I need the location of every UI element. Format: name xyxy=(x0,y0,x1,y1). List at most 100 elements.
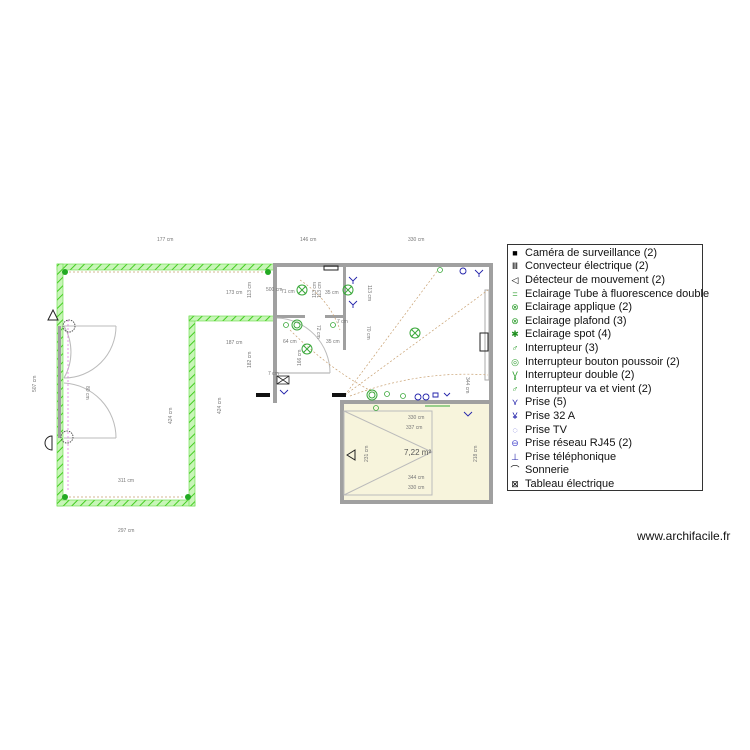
dimension-label: 507 cm xyxy=(32,376,38,392)
legend-label: Prise TV xyxy=(525,423,567,436)
convector-icon: Ⅲ xyxy=(511,261,519,272)
dimension-label: 80 cm xyxy=(84,386,90,400)
electrical-panel-icon: ⊠ xyxy=(511,478,519,489)
legend-label: Sonnerie xyxy=(525,464,570,477)
tv-outlet-icon: ◌ xyxy=(512,424,518,435)
dimension-label: 113 cm xyxy=(312,282,318,298)
dimension-label: 64 cm xyxy=(283,339,297,345)
legend-item: ⋎ Prise (5) xyxy=(510,396,700,410)
dimension-label: 173 cm xyxy=(226,290,242,296)
watermark: www.archifacile.fr xyxy=(637,529,731,543)
legend-label: Interrupteur double (2) xyxy=(525,369,635,382)
wall-light-icon: ⊗ xyxy=(511,302,519,313)
camera-icon xyxy=(256,393,270,397)
ceiling-light-icon: ⊗ xyxy=(511,315,519,326)
legend-item: ◌ Prise TV xyxy=(510,423,700,437)
phone-outlet-icon: ⊥ xyxy=(511,451,519,462)
push-button-icon: ◎ xyxy=(511,356,519,367)
wall-light-icon xyxy=(60,319,76,444)
legend-item: ♂ Interrupteur (3) xyxy=(510,341,700,355)
legend: ■ Caméra de surveillance (2) Ⅲ Convecteur é… xyxy=(507,244,709,491)
dimension-label: 113 cm xyxy=(247,282,253,298)
motion-detector-icon xyxy=(47,308,356,461)
legend-label: Eclairage applique (2) xyxy=(525,301,633,314)
dimension-label: 146 cm xyxy=(300,237,316,243)
switch-icon: ♂ xyxy=(511,342,519,353)
electrical-panel-icon xyxy=(276,375,290,385)
outlet-icon xyxy=(279,267,484,417)
legend-label: Convecteur électrique (2) xyxy=(525,260,649,273)
dimension-label: 113 cm xyxy=(317,282,323,298)
legend-item: ✱ Eclairage spot (4) xyxy=(510,328,700,342)
dimension-label: 35 cm xyxy=(326,339,340,345)
dimension-label: 182 cm xyxy=(247,352,253,368)
dimension-label: 311 cm xyxy=(118,478,134,484)
spot-light-icon xyxy=(62,269,271,500)
dimension-label: 35 cm xyxy=(325,290,339,296)
camera-icon xyxy=(332,393,346,397)
dimension-label: 297 cm xyxy=(118,528,134,534)
dimension-label: 231 cm xyxy=(364,446,370,462)
convector-icon xyxy=(479,332,489,352)
legend-item: ⌒Sonnerie xyxy=(510,464,700,478)
double-switch-icon: Ɣ xyxy=(512,370,518,381)
convector-icon xyxy=(323,265,339,271)
legend-label: Interrupteur bouton poussoir (2) xyxy=(525,355,680,368)
dimension-label: 166 cm xyxy=(297,350,303,366)
legend-label: Tableau électrique xyxy=(525,477,615,490)
ceiling-light-icon xyxy=(296,284,421,355)
dimension-label: 72 cm xyxy=(315,325,321,339)
fluorescent-tube-icon: = xyxy=(512,288,518,299)
legend-label: Prise réseau RJ45 (2) xyxy=(525,437,632,450)
legend-label: Caméra de surveillance (2) xyxy=(525,246,658,259)
legend-item: ◎ Interrupteur bouton poussoir (2) xyxy=(510,355,700,369)
dimension-label: 113 cm xyxy=(366,285,372,301)
dimension-label: 7 cm xyxy=(337,319,348,325)
dimension-label: 344 cm xyxy=(464,377,470,393)
exterior-wall-green xyxy=(56,263,276,507)
dimension-label: 7 cm xyxy=(268,371,279,377)
wall xyxy=(58,326,61,438)
legend-label: Interrupteur (3) xyxy=(525,341,599,354)
dimension-label: 424 cm xyxy=(217,398,223,414)
dimension-label: 187 cm xyxy=(226,340,242,346)
dimension-label: 177 cm xyxy=(157,237,173,243)
legend-item: ◁ Détecteur de mouvement (2) xyxy=(510,273,700,287)
spot-light-icon: ✱ xyxy=(511,329,519,340)
dimension-label: 424 cm xyxy=(168,408,174,424)
legend-item: Ɣ Interrupteur double (2) xyxy=(510,368,700,382)
dimension-label: 71 cm xyxy=(281,289,295,295)
camera-icon: ■ xyxy=(512,247,518,258)
wiring xyxy=(65,269,489,498)
legend-label: Prise (5) xyxy=(525,396,567,409)
dimension-label: 344 cm xyxy=(408,475,424,481)
room-area: 7,22 m² xyxy=(404,448,431,457)
legend-label: Eclairage spot (4) xyxy=(525,328,612,341)
legend-label: Interrupteur va et vient (2) xyxy=(525,382,652,395)
dimension-label: 218 cm xyxy=(473,446,479,462)
motion-detector-icon: ◁ xyxy=(511,274,519,285)
legend-item: ¥Prise 32 A xyxy=(510,409,700,423)
two-way-switch-icon: ♂ xyxy=(511,383,519,394)
legend-item: ⊗ Eclairage applique (2) xyxy=(510,300,700,314)
legend-label: Eclairage plafond (3) xyxy=(525,314,627,327)
push-button-icon xyxy=(291,319,378,401)
legend-item: ♂ Interrupteur va et vient (2) xyxy=(510,382,700,396)
legend-item: ⊖Prise réseau RJ45 (2) xyxy=(510,436,700,450)
legend-item: Ⅲ Convecteur électrique (2) xyxy=(510,260,700,274)
legend-label: Prise téléphonique xyxy=(525,450,617,463)
legend-item: ⊥ Prise téléphonique xyxy=(510,450,700,464)
legend-label: Eclairage Tube à fluorescence double xyxy=(525,287,710,300)
outlet-icon: ⋎ xyxy=(511,397,519,408)
switch-icon xyxy=(283,267,443,411)
interior-walls xyxy=(273,263,493,504)
dimension-label: 330 cm xyxy=(408,415,424,421)
dimension-label: 337 cm xyxy=(406,425,422,431)
dimension-label: 330 cm xyxy=(408,237,424,243)
legend-item: ■ Caméra de surveillance (2) xyxy=(510,246,700,260)
legend-label: Détecteur de mouvement (2) xyxy=(525,273,666,286)
room-fill xyxy=(344,404,489,500)
dimension-label: 500 cm xyxy=(266,287,282,293)
dimension-label: 70 cm xyxy=(365,326,371,340)
